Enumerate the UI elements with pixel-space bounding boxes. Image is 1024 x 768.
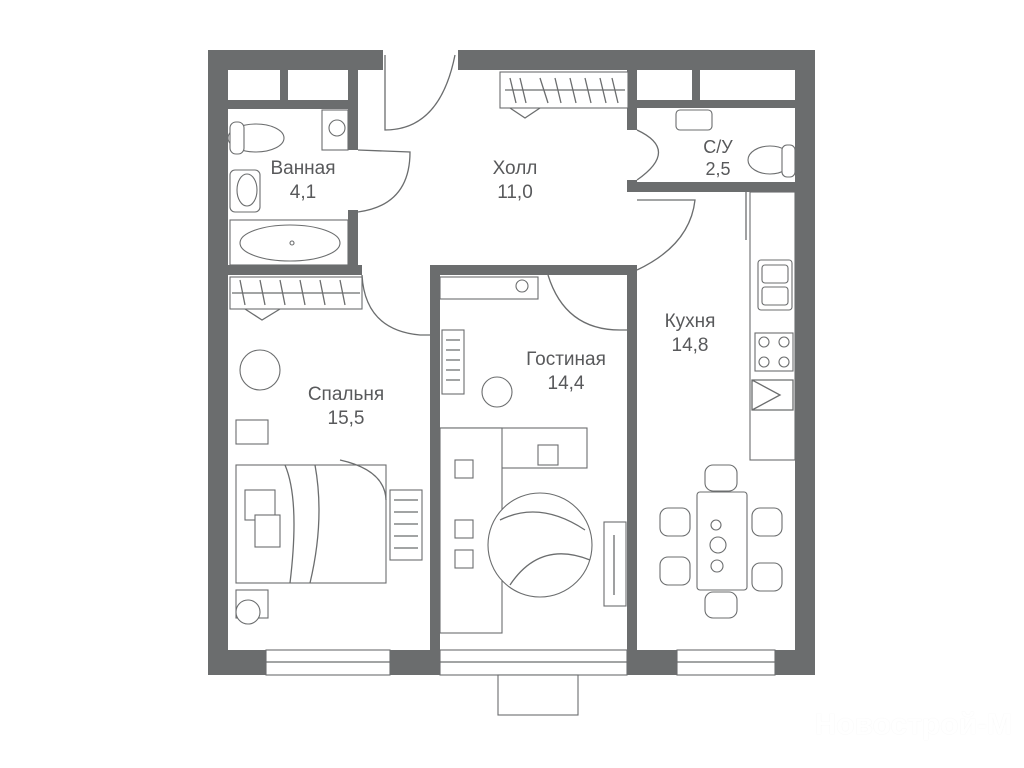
room-name: Кухня [664,311,716,332]
room-area: 2,5 [705,159,731,179]
room-name: Спальня [307,384,385,405]
bedroom-furniture [235,349,423,625]
room-wc: С/У 2,5 [703,136,732,180]
watermark: Новострой-М [814,708,1012,741]
kitchen-furniture [659,191,796,619]
room-area: 15,5 [327,408,365,429]
room-name: Холл [492,158,538,179]
room-area: 11,0 [497,182,533,203]
room-kitchen: Кухня 14,8 [665,310,716,358]
room-area: 14,8 [671,335,709,356]
room-bathroom: Ванная 4,1 [270,157,335,205]
room-living: Гостиная 14,4 [526,348,606,396]
room-area: 4,1 [289,182,317,203]
room-name: Гостиная [526,349,606,370]
room-name: С/У [703,137,733,157]
room-name: Ванная [270,158,336,179]
bathroom-fixtures [227,109,796,266]
wardrobes [229,71,629,321]
living-furniture [439,276,627,634]
room-hall: Холл 11,0 [493,157,538,205]
doors [357,54,747,336]
room-area: 14,4 [547,373,585,394]
room-bedroom: Спальня 15,5 [308,383,384,431]
walls [208,50,815,675]
windows [265,649,776,716]
